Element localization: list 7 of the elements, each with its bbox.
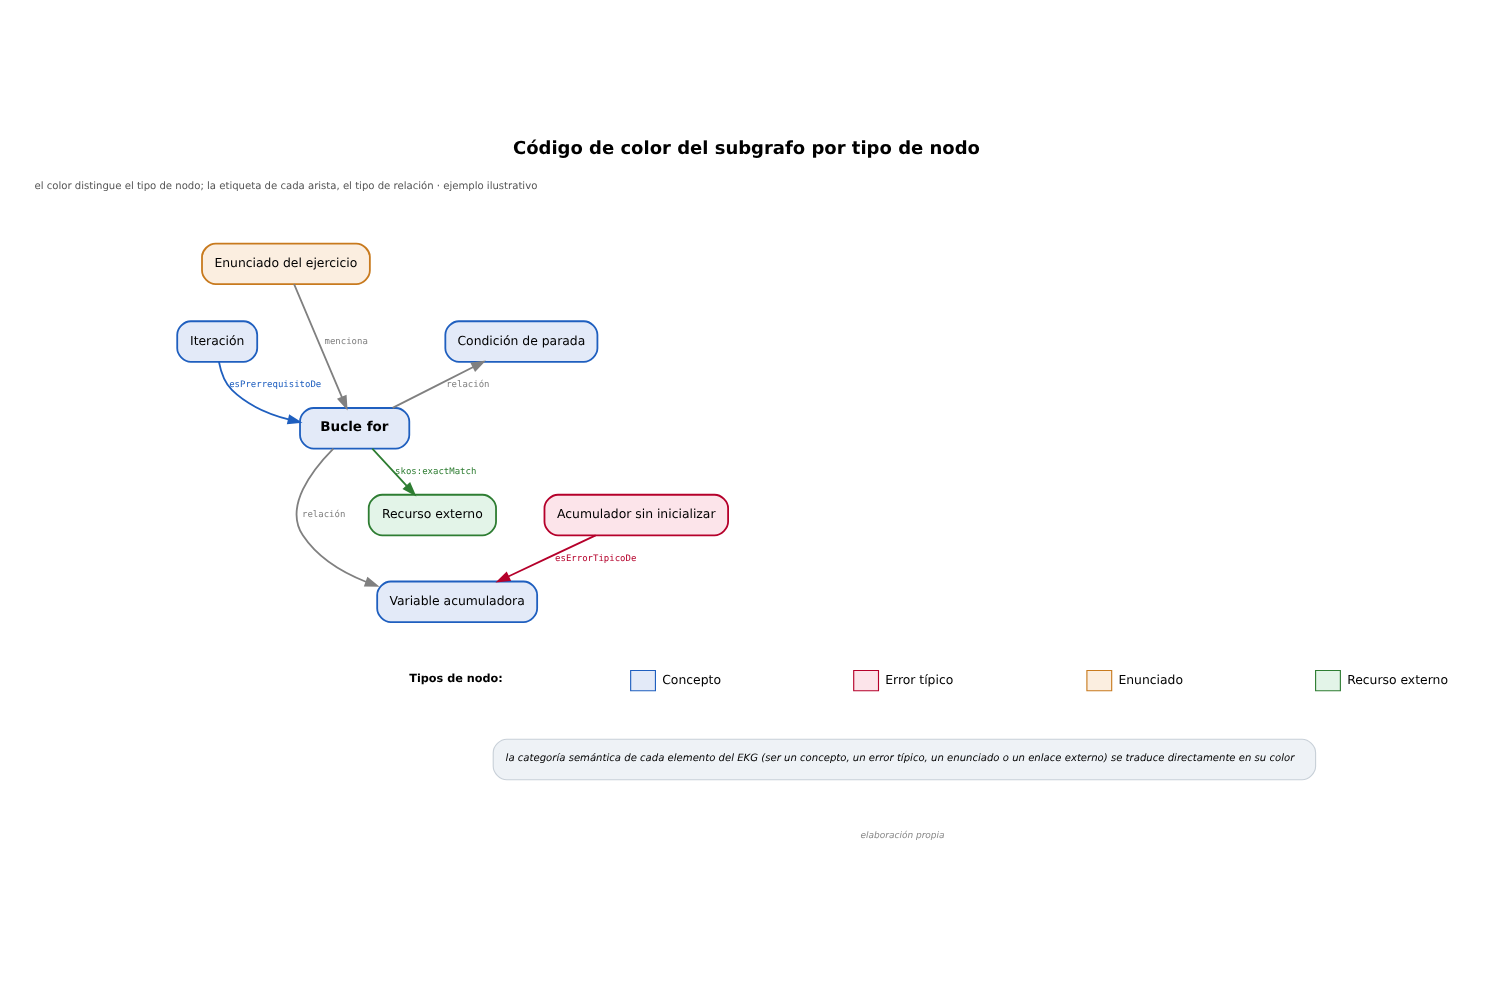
- arrow: [218, 361, 303, 425]
- arrow: [295, 447, 380, 587]
- arrow: [495, 534, 597, 583]
- diagram-title: Código de color del subgrafo por tipo de nodo: [512, 140, 980, 161]
- arrow: [391, 360, 486, 409]
- arrow: [371, 447, 417, 497]
- arrow: [293, 283, 348, 411]
